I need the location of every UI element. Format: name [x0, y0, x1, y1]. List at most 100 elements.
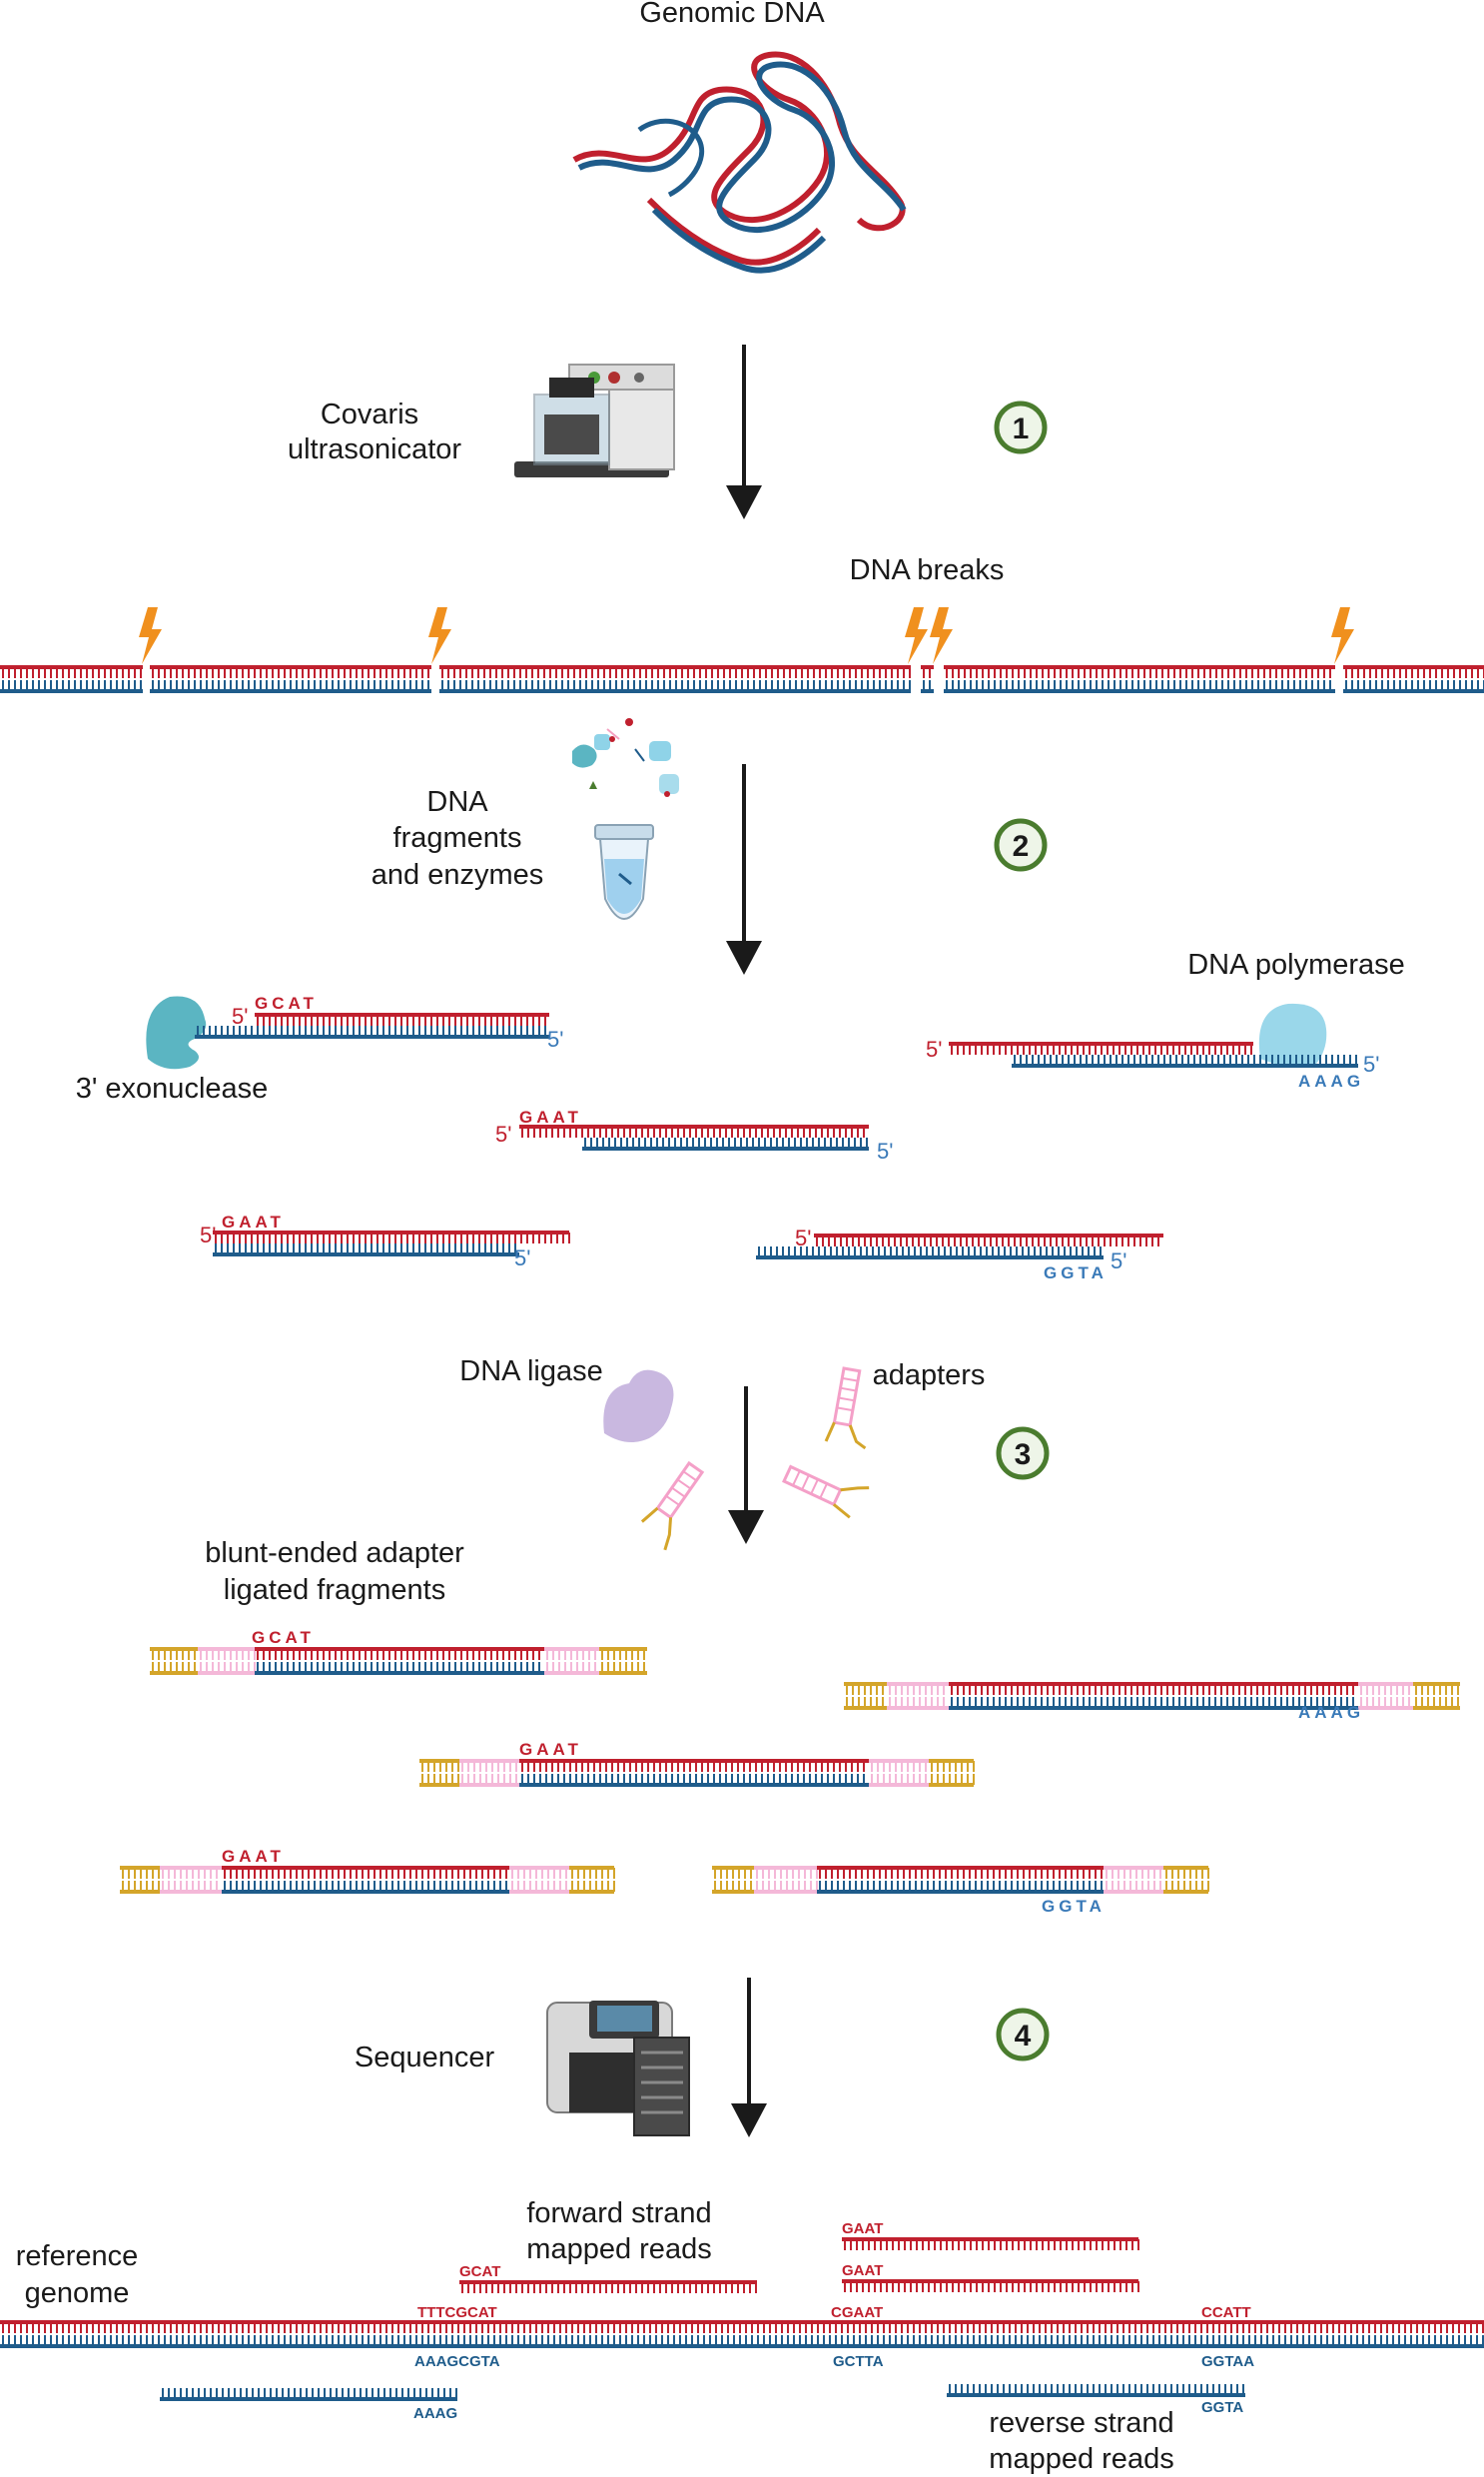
ligated-gcat-pink-right — [544, 1647, 599, 1675]
frag3-gaat-seq: GAAT — [222, 1213, 285, 1232]
reverse-read-1 — [160, 2388, 457, 2401]
ligated-ggta-adapter-left-bottom — [712, 1881, 754, 1894]
step1-arrow — [726, 345, 762, 519]
reference-genome — [0, 2320, 1484, 2348]
dna-polymerase-icon — [1258, 1003, 1327, 1068]
ligated-gcat-pink-right-top — [544, 1647, 599, 1660]
fragment-gaat-2-top — [213, 1231, 570, 1243]
ligated-gaat-2-adapter-left-bottom — [120, 1881, 160, 1894]
fragment-gaat-1 — [519, 1125, 869, 1151]
frag4-5prime-bottom: 5' — [1363, 1052, 1379, 1077]
step2-arrow — [726, 764, 762, 975]
ligated-aaag-pink-left-bottom — [887, 1697, 949, 1710]
fragments-label-line1: DNA — [426, 786, 488, 818]
sheared-dna-segment-2 — [150, 665, 431, 693]
fragment-gaat-1-top — [519, 1125, 869, 1138]
fwd-read-gaat-1: GAAT — [842, 2220, 883, 2237]
ligated-gaat-1-adapter-right-bottom — [929, 1774, 975, 1787]
ligated-ggta-adapter-right-top — [1163, 1866, 1209, 1879]
sheared-dna-segment-2-bottom — [150, 680, 431, 693]
fragment-ggta-bottom — [756, 1246, 1104, 1259]
sheared-dna-segment-6-bottom — [1343, 680, 1484, 693]
fragment-aaag — [949, 1042, 1358, 1068]
ligated-gaat-2-adapter-right — [569, 1866, 615, 1894]
genomic-dna-coil-icon — [572, 51, 907, 274]
frag3-5prime-bottom: 5' — [514, 1245, 530, 1270]
ref-seq-gctta: GCTTA — [833, 2353, 884, 2370]
ligated-gaat-2-pink-left-bottom — [160, 1881, 222, 1894]
step-badge-3: 3 — [996, 1426, 1050, 1480]
lightning-icon — [905, 607, 928, 664]
step-badge-1: 1 — [994, 401, 1048, 454]
ligated-aaag-pink-left-top — [887, 1682, 949, 1695]
ligated-gcat-insert-bottom — [255, 1662, 544, 1675]
blunt-label-line1: blunt-ended adapter — [205, 1537, 464, 1569]
ligated-aaag-pink-right-bottom — [1358, 1697, 1413, 1710]
ligated-ggta-adapter-left — [712, 1866, 754, 1894]
ligated-gaat-1-pink-left — [459, 1759, 519, 1787]
ligated-aaag-pink-right — [1358, 1682, 1413, 1710]
sequencer-icon — [546, 2001, 690, 2136]
rev-read-aaag: AAAG — [413, 2405, 457, 2422]
svg-text:1: 1 — [1013, 413, 1030, 445]
ligated-aaag-adapter-right-bottom — [1413, 1697, 1460, 1710]
sheared-dna-segment-4-top — [921, 665, 934, 678]
ligated-gaat-2 — [120, 1866, 615, 1894]
adapter-icon — [824, 1366, 867, 1450]
ligated-gaat-1-adapter-right-top — [929, 1759, 975, 1772]
ligated-ggta-pink-right — [1104, 1866, 1163, 1894]
forward-label-line2: mapped reads — [526, 2233, 711, 2265]
fwd-read-gcat: GCAT — [459, 2263, 500, 2280]
svg-text:4: 4 — [1015, 2020, 1032, 2053]
ligated-gcat-adapter-left-bottom — [150, 1662, 198, 1675]
ligated-aaag-insert — [949, 1682, 1358, 1710]
frag5-5prime-bottom: 5' — [1111, 1248, 1126, 1273]
ligated-gaat-2-pink-right-bottom — [509, 1881, 569, 1894]
ligated-ggta-adapter-left-top — [712, 1866, 754, 1879]
covaris-label-line1: Covaris — [321, 399, 418, 430]
lig2-aaag-seq: AAAG — [1298, 1703, 1364, 1722]
fragment-ggta-top — [814, 1234, 1163, 1246]
ligated-gaat-2-insert-bottom — [222, 1881, 509, 1894]
ligated-ggta-insert-top — [817, 1866, 1104, 1879]
fragment-gcat-top — [255, 1013, 549, 1026]
ligated-gaat-2-pink-right — [509, 1866, 569, 1894]
ref-seq-ccatt: CCATT — [1201, 2304, 1251, 2321]
reverse-label-line1: reverse strand — [989, 2407, 1173, 2439]
forward-label-line1: forward strand — [526, 2197, 711, 2229]
sheared-dna-segment-3 — [439, 665, 911, 693]
ligated-aaag-insert-bottom — [949, 1697, 1358, 1710]
ligated-gaat-1-pink-right-bottom — [869, 1774, 929, 1787]
forward-read-3 — [459, 2280, 757, 2293]
polymerase-label: DNA polymerase — [1187, 949, 1405, 981]
ligated-ggta-pink-right-bottom — [1104, 1881, 1163, 1894]
frag1-5prime: 5' — [232, 1004, 248, 1029]
ligated-gaat-2-pink-left-top — [160, 1866, 222, 1879]
ligated-gaat-2-adapter-left-top — [120, 1866, 160, 1879]
svg-text:3: 3 — [1015, 1438, 1032, 1471]
sheared-dna-segment-1-top — [0, 665, 143, 678]
frag2-gaat-seq: GAAT — [519, 1108, 582, 1127]
ligated-ggta-adapter-right-bottom — [1163, 1881, 1209, 1894]
adapter-icon — [782, 1464, 870, 1519]
rev-read-ggta: GGTA — [1201, 2399, 1243, 2416]
fragment-gaat-1-bottom — [582, 1138, 869, 1151]
sheared-dna-segment-1 — [0, 665, 143, 693]
ligated-ggta-insert — [817, 1866, 1104, 1894]
fragment-gaat-2 — [213, 1231, 570, 1256]
ref-seq-tttcgcat: TTTCGCAT — [417, 2304, 497, 2321]
frag2-5prime: 5' — [495, 1122, 511, 1147]
reference-label-line1: reference — [16, 2240, 139, 2272]
fragment-aaag-bottom — [1012, 1055, 1358, 1068]
adapter-icon — [640, 1460, 705, 1551]
ligated-gcat-insert-top — [255, 1647, 544, 1660]
lig4-gaat-seq: GAAT — [222, 1847, 285, 1866]
fragment-ggta — [756, 1234, 1163, 1259]
ligated-ggta — [712, 1866, 1209, 1894]
ligated-ggta-pink-right-top — [1104, 1866, 1163, 1879]
dna-ligase-icon — [603, 1369, 674, 1442]
microcentrifuge-tube-icon — [594, 824, 654, 920]
exonuclease-icon — [146, 996, 207, 1070]
sheared-genomic-dna — [0, 665, 1484, 693]
frag1-gcat-seq: GCAT — [255, 994, 318, 1013]
